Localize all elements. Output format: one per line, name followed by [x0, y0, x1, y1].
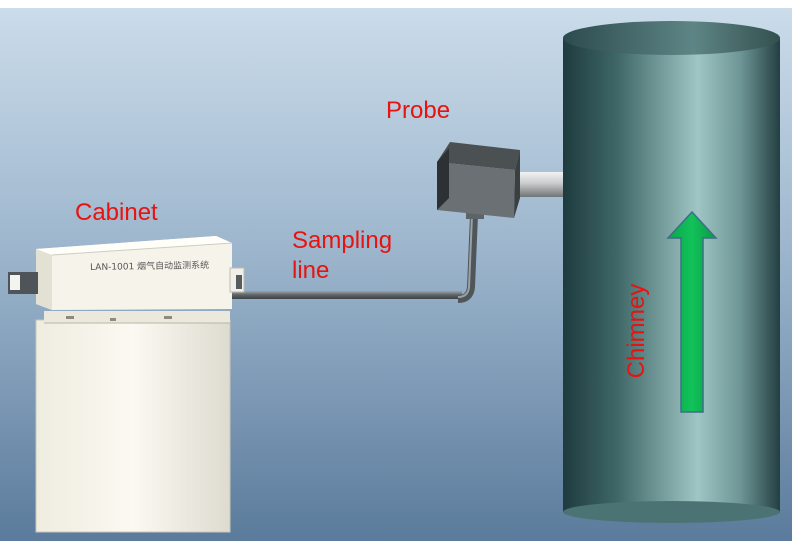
cabinet — [8, 236, 245, 533]
up-arrow-icon — [666, 210, 718, 413]
sampling-line-pipe — [228, 214, 478, 303]
cabinet-label: Cabinet — [75, 199, 158, 226]
chimney-label: Chimney — [623, 283, 650, 379]
sampling-line-label-line-2: line — [292, 257, 330, 284]
sampling-line-label-line-1: Sampling — [292, 227, 393, 254]
chimney — [563, 21, 780, 523]
probe-label: Probe — [386, 97, 451, 124]
sampling-line-label: Sampling line — [292, 226, 392, 286]
cabinet-panel-text: LAN-1001 烟气自动监测系统 — [89, 260, 210, 274]
